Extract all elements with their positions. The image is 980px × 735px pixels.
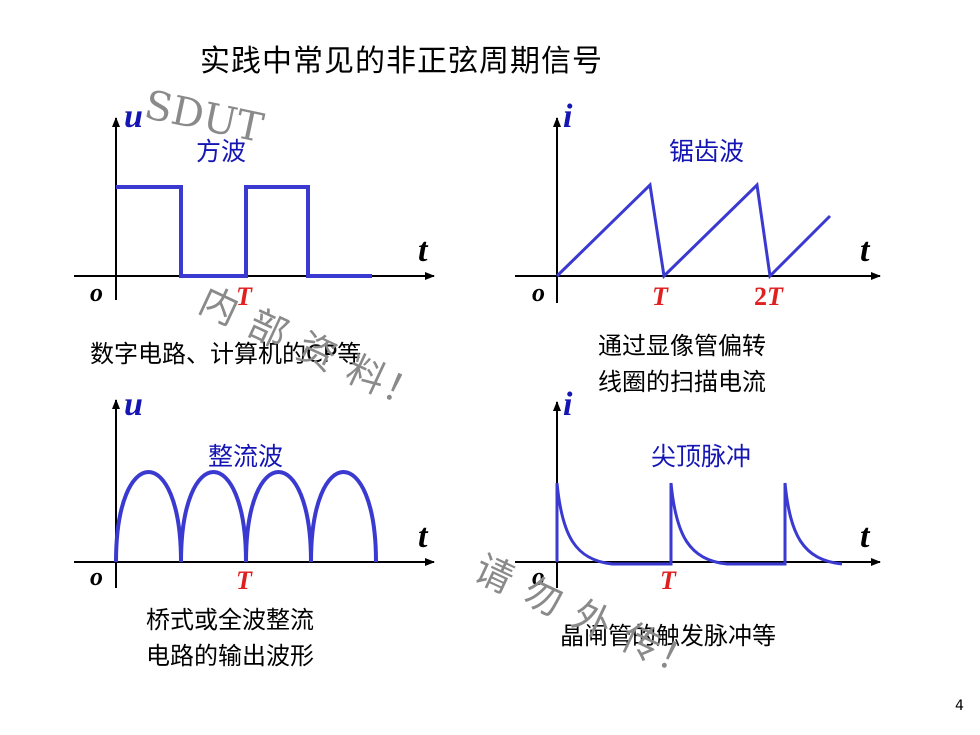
rectified-y-axis-label: u [124,386,143,423]
sawtooth-y-axis-label: i [563,98,573,135]
spike-tick-T: T [660,566,676,595]
sawtooth-caption-line2: 线圈的扫描电流 [598,368,766,396]
spike-caption: 晶闸管的触发脉冲等 [560,622,776,650]
rectified-panel [74,399,435,588]
sawtooth-waveform [555,181,832,280]
square-tick-T: T [236,282,252,311]
spike-panel [515,401,881,588]
spike-wave-label: 尖顶脉冲 [651,442,752,471]
sawtooth-caption-line1: 通过显像管偏转 [598,332,766,360]
square-waveform [116,185,372,278]
square-wave-panel [74,117,435,300]
spike-y-axis-label: i [563,386,573,423]
rectified-tick-T: T [236,566,252,595]
square-y-axis-label: u [124,98,143,135]
rectified-caption-line2: 电路的输出波形 [146,642,314,670]
sawtooth-panel [515,117,881,303]
square-origin-label: o [90,278,103,307]
spike-origin-label: o [532,562,545,591]
page-number: 4 [955,698,964,714]
rectified-x-axis-label: t [418,518,428,555]
square-caption: 数字电路、计算机的CP等 [90,340,362,368]
spike-x-axis-label: t [860,518,870,555]
sawtooth-tick-2T: 2T [754,282,783,311]
spike-waveform [555,482,843,566]
page-title: 实践中常见的非正弦周期信号 [200,44,603,79]
sawtooth-tick-T: T [652,282,668,311]
sawtooth-wave-label: 锯齿波 [669,137,745,166]
square-wave-label: 方波 [196,137,247,166]
sawtooth-origin-label: o [532,278,545,307]
rectified-origin-label: o [90,562,103,591]
rectified-caption-line1: 桥式或全波整流 [146,606,314,634]
square-x-axis-label: t [418,232,428,269]
rectified-wave-label: 整流波 [208,442,284,471]
rectified-waveform [114,470,378,563]
sawtooth-x-axis-label: t [860,232,870,269]
